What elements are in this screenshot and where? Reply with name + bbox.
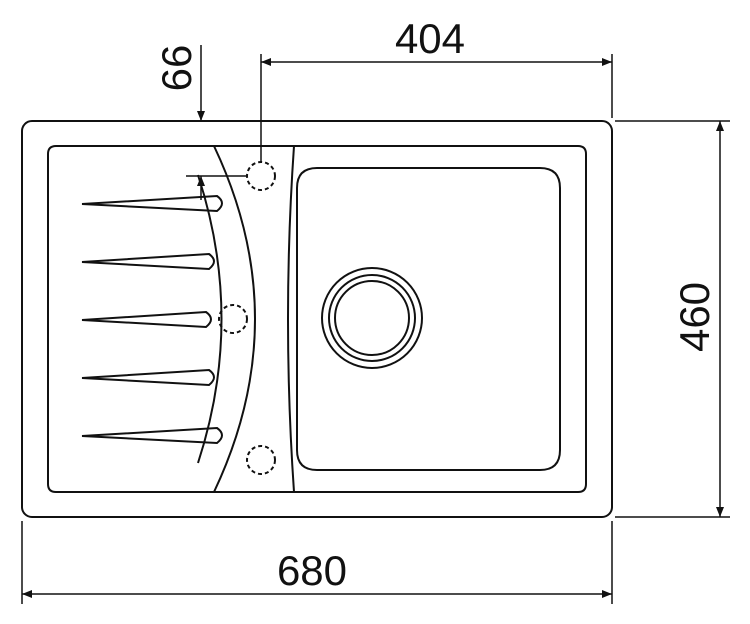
sink-outer-rim	[21, 120, 613, 518]
tap-hole-top	[246, 161, 276, 191]
drainer-arc-outer	[213, 145, 256, 493]
drainer-rib	[81, 426, 223, 445]
dim-66-label: 66	[153, 45, 200, 92]
drain-inner-ring	[328, 274, 416, 362]
dim-460-label: 460	[671, 282, 718, 352]
sink-bowl	[296, 167, 561, 471]
tap-hole-middle	[218, 304, 248, 334]
tap-hole-bottom	[246, 445, 276, 475]
dim-680-label: 680	[277, 547, 347, 594]
drain-outer-ring	[321, 267, 423, 369]
bowl-divider	[287, 145, 295, 493]
drainer-rib	[81, 368, 215, 387]
dim-404-label: 404	[395, 15, 465, 62]
sink-inner-face	[47, 145, 587, 493]
drainer-rib	[81, 252, 215, 271]
drain-hole	[334, 280, 410, 356]
drainer-arc-inner	[197, 174, 223, 464]
drainer-rib	[81, 194, 223, 213]
drainer-rib	[81, 310, 212, 329]
